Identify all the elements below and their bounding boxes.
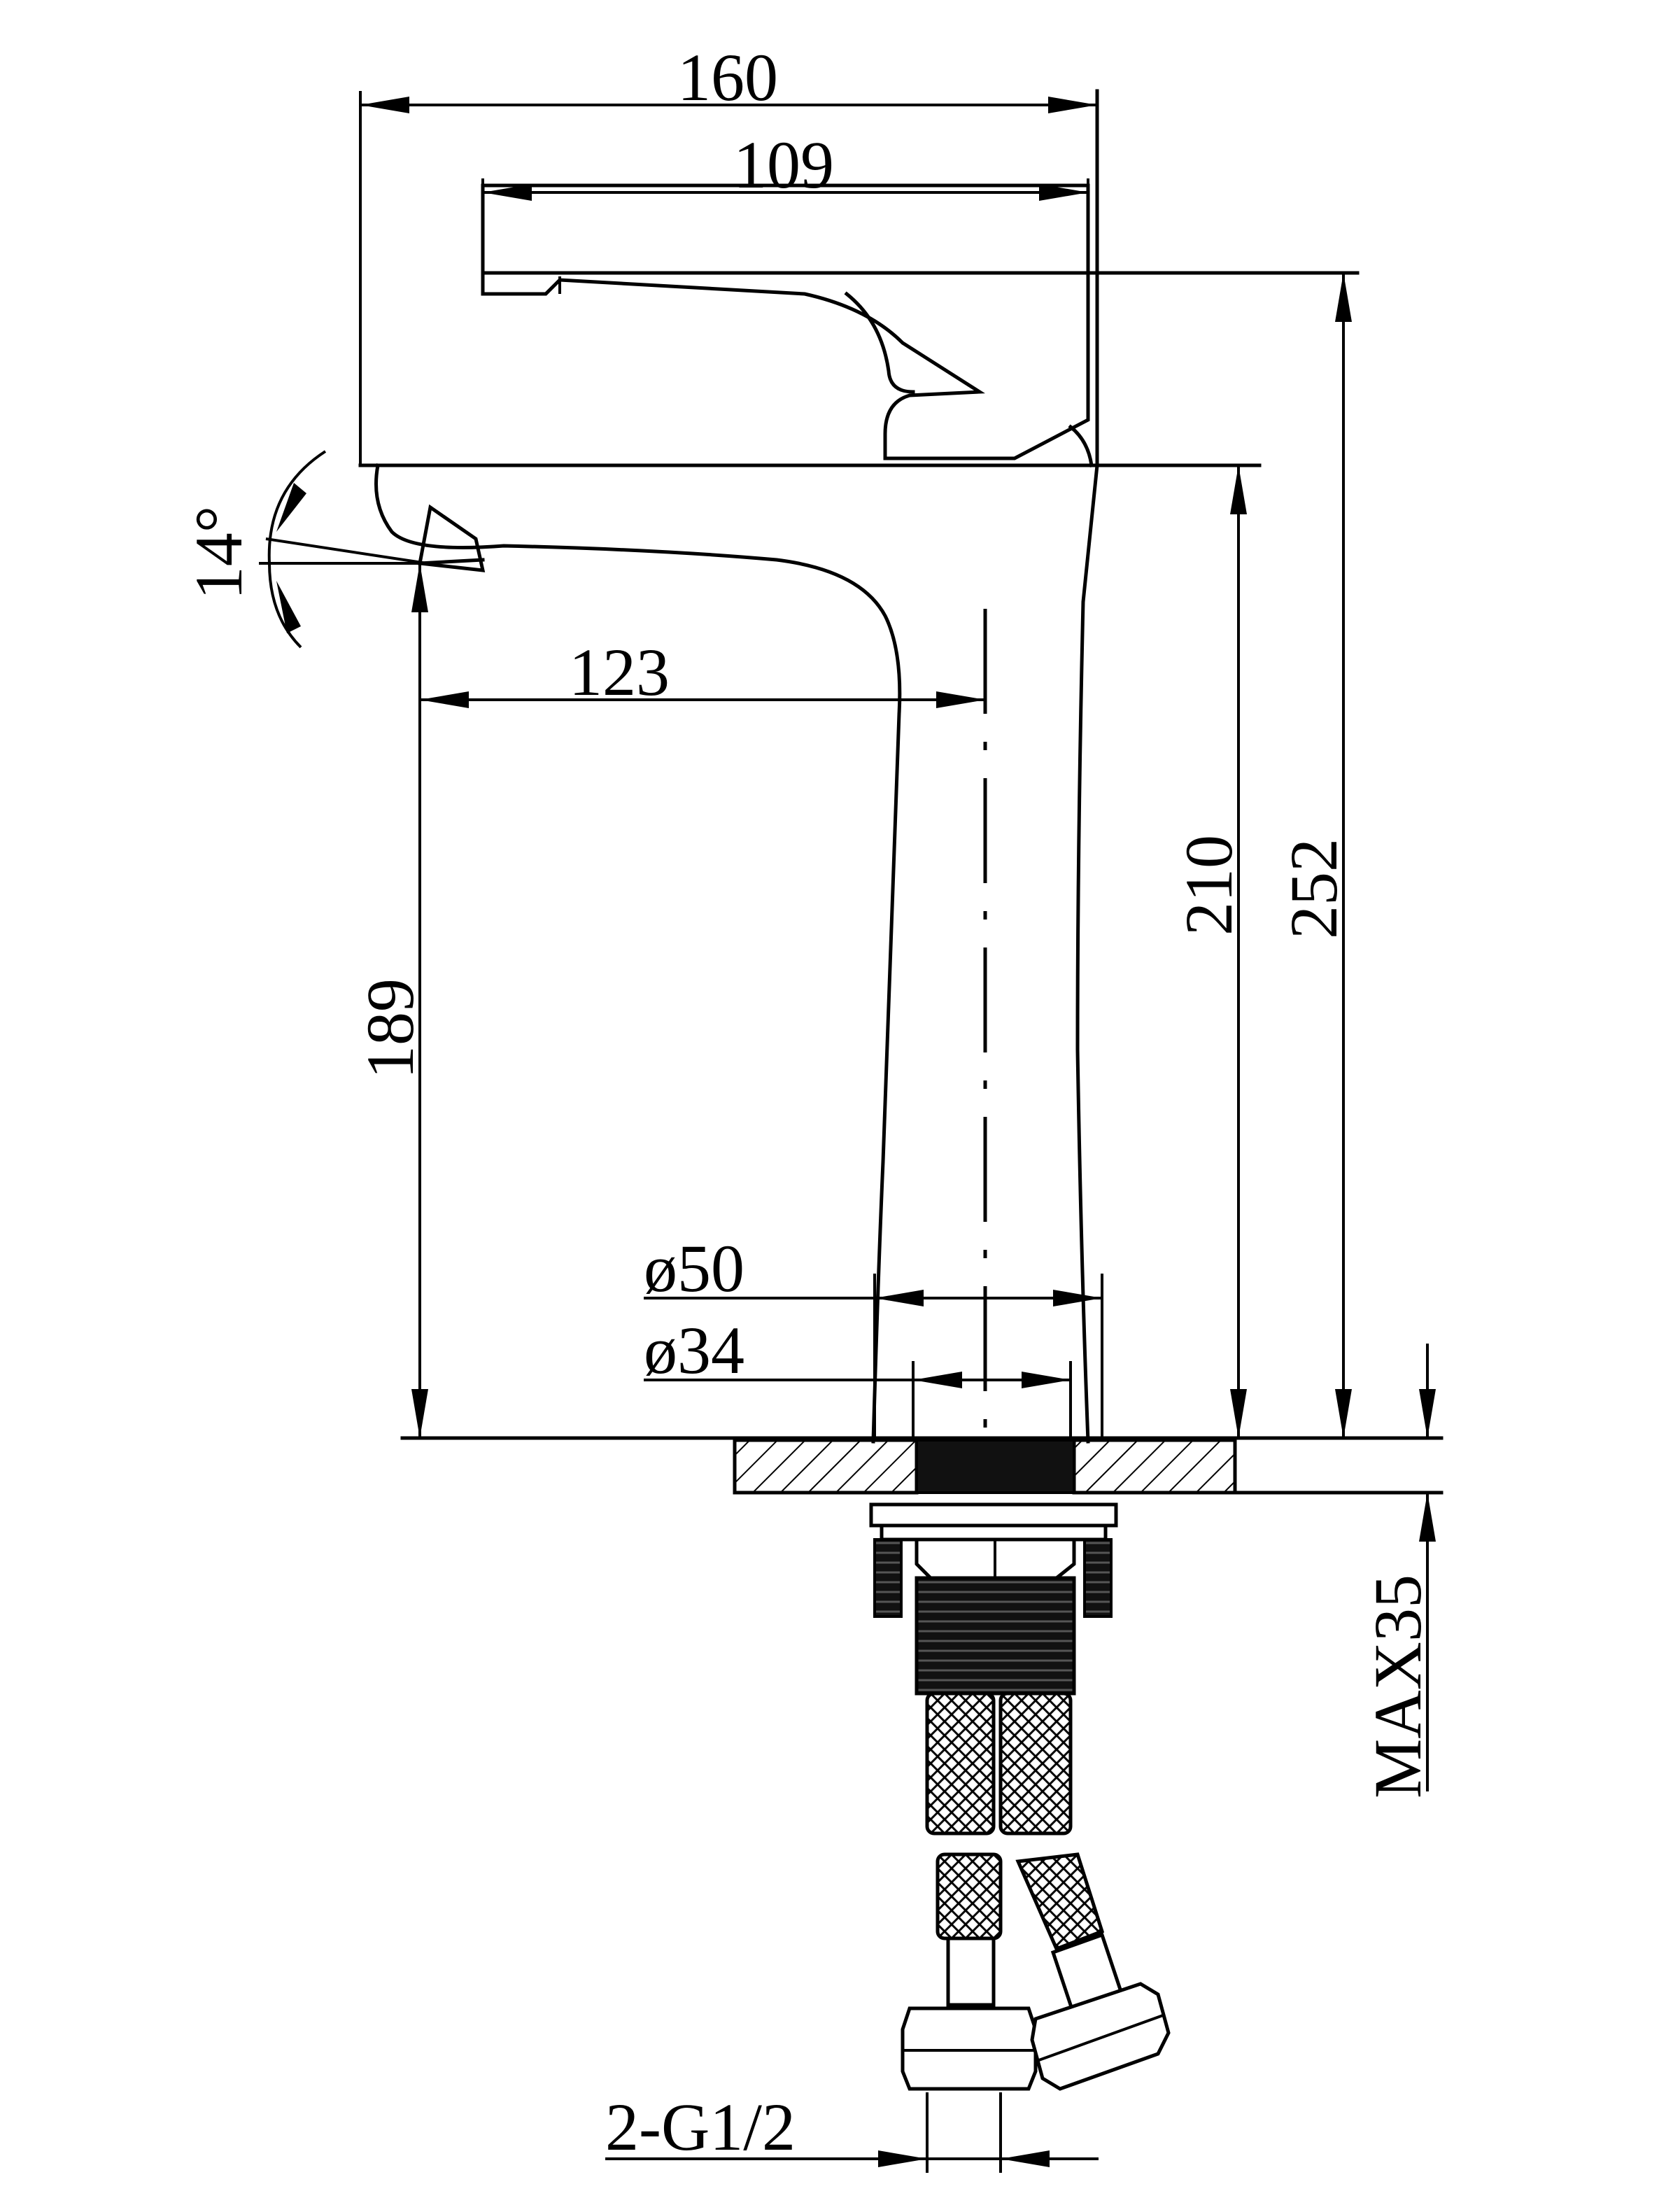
dim-max35-label: MAX35 [1360,1575,1435,1798]
dimension-123: 123 [420,635,985,710]
supply-hoses [901,1691,1171,2091]
spout-tip [418,504,486,572]
shank-in-deck [915,1439,1075,1494]
dim-thread-label: 2-G1/2 [605,2090,796,2164]
hose-left-lower [936,1852,1003,1940]
column-right [1075,463,1099,1444]
stud-right [1083,1538,1113,1618]
dimension-diameter-34: ø34 [644,1313,1072,1442]
dimension-210: 210 [1171,465,1247,1438]
dimension-109: 109 [481,127,1089,294]
faucet-outline [259,89,1360,1444]
dimension-14-degree: 14° [181,450,327,649]
dimension-189: 189 [353,563,428,1438]
dimension-hose-thread: 2-G1/2 [605,2090,1099,2173]
dim-189-label: 189 [353,978,428,1079]
mounting-washer [869,1502,1118,1528]
hex-nut-left [901,2006,1038,2091]
deck-hatch-right [1072,1438,1237,1495]
tilt-reference-line [265,537,428,565]
hex-nut-right [1030,1982,1171,2091]
dim-210-label: 210 [1171,835,1246,936]
body-right-fillet [1068,424,1094,467]
handle-lever [481,183,1090,460]
hex-nut-right-face [1036,2014,1164,2062]
dim-34-label: ø34 [644,1313,744,1388]
hose-left-upper [925,1691,996,1836]
dimension-max35: MAX35 [1360,1344,1436,1798]
dim-123-label: 123 [569,635,670,710]
dim-14-label: 14° [181,506,256,600]
mounting-plate [880,1523,1108,1542]
connector-left [946,1936,996,2007]
dim-50-label: ø50 [644,1231,744,1306]
dim-160-label: 160 [677,40,778,115]
dimension-diameter-50: ø50 [644,1231,1103,1442]
spout-body [374,463,902,1444]
deck-section [400,1436,1443,1495]
dim-109-label: 109 [733,127,834,202]
hose-right-lower [1015,1852,1105,1952]
dim-252-label: 252 [1276,838,1351,939]
deck-hatch-left [733,1438,919,1495]
dimension-252: 252 [1276,273,1352,1438]
threaded-shank [915,1576,1076,1696]
handle-curve [844,291,915,394]
stud-left [873,1538,903,1618]
hose-right-upper [998,1691,1073,1836]
mounting-hardware [869,1502,1118,1696]
dimension-160: 160 [360,40,1097,115]
